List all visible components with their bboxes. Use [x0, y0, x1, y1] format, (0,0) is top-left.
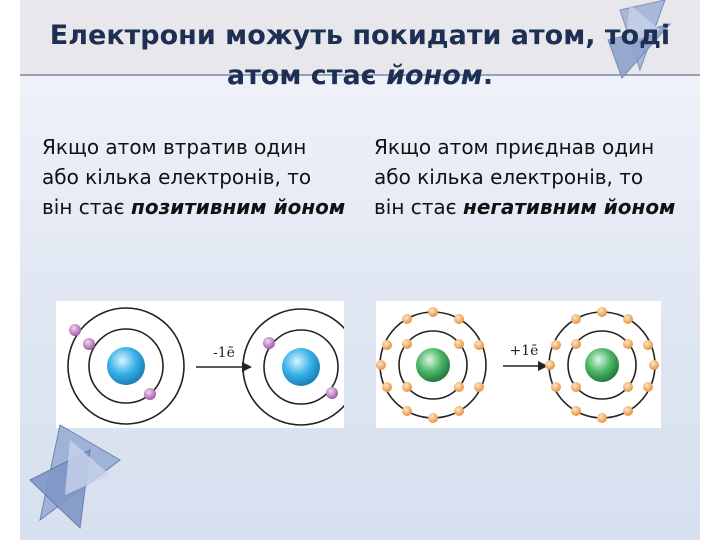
nucleus — [282, 348, 320, 386]
title-divider — [20, 74, 700, 76]
electrons — [545, 307, 659, 423]
title-band — [20, 0, 700, 74]
positive-ion-diagram: -1ē — [56, 301, 344, 428]
orbit-outer — [242, 308, 344, 426]
neutral-atom — [67, 307, 185, 425]
orbit-inner — [567, 330, 637, 400]
right-text-emphasis: негативним йоном — [463, 195, 676, 219]
positive-ion — [242, 308, 344, 426]
negative-ion-diagram: +1ē — [376, 301, 661, 428]
arrow-label: +1ē — [510, 343, 539, 359]
electron — [83, 338, 95, 350]
right-text-block: Якщо атом приєднав один або кілька елект… — [374, 132, 679, 222]
right-text: Якщо атом приєднав один або кілька елект… — [374, 135, 655, 219]
orbit-inner — [88, 328, 164, 404]
slide-title: Електрони можуть покидати атом, тоді ато… — [40, 16, 680, 96]
left-text-block: Якщо атом втратив один або кілька електр… — [42, 132, 347, 222]
nucleus — [585, 348, 619, 382]
left-text-emphasis: позитивним йоном — [131, 195, 346, 219]
decorative-triangles-bottom-left — [29, 424, 121, 530]
electrons — [376, 307, 484, 423]
transition-arrow — [196, 362, 252, 372]
nucleus — [107, 347, 145, 385]
electron — [326, 387, 338, 399]
transition-arrow — [503, 361, 548, 371]
electron — [69, 324, 81, 336]
nucleus — [416, 348, 450, 382]
decorative-triangles-top-right — [607, 0, 672, 79]
title-emphasis: йоном — [386, 60, 483, 91]
orbit-inner — [263, 329, 339, 405]
title-text: Електрони можуть покидати атом, тоді ато… — [49, 20, 671, 91]
arrow-label: -1ē — [213, 345, 235, 361]
electron — [263, 337, 275, 349]
slide-background — [20, 0, 700, 540]
electron — [144, 388, 156, 400]
title-end: . — [482, 60, 494, 91]
left-text: Якщо атом втратив один або кілька електр… — [42, 135, 312, 219]
orbit-outer — [67, 307, 185, 425]
orbit-inner — [398, 330, 468, 400]
negative-ion — [545, 307, 659, 423]
neutral-atom — [376, 307, 487, 423]
